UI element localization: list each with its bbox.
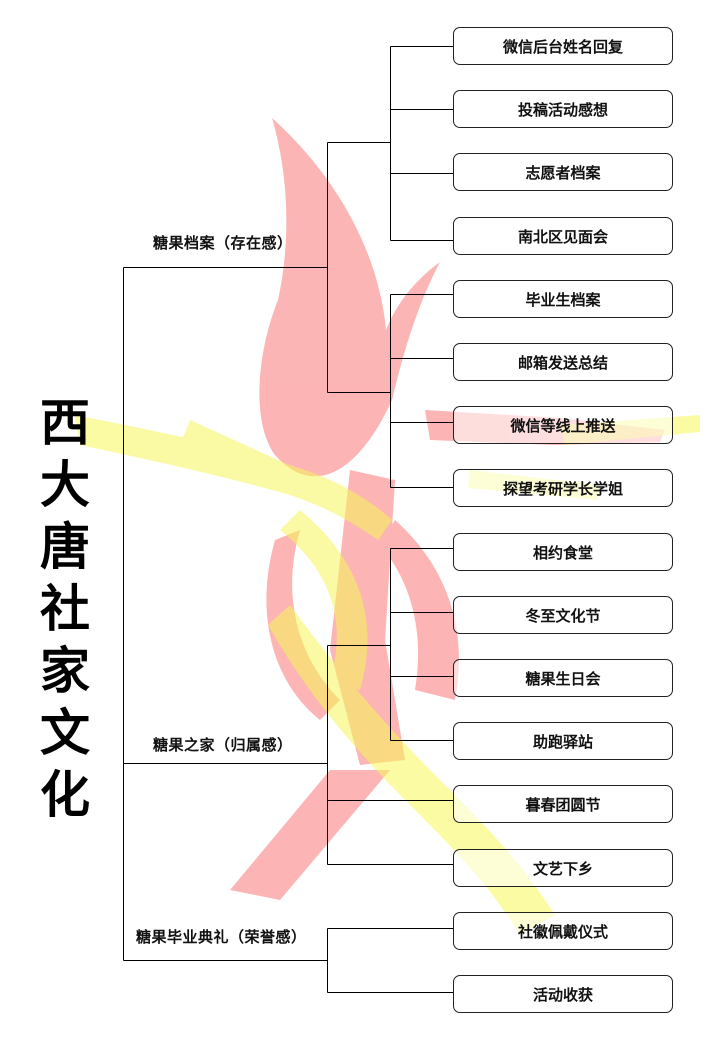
node-box: 南北区见面会 [453, 217, 673, 255]
group-label-home: 糖果之家（归属感） [153, 736, 293, 754]
node-box: 助跑驿站 [453, 722, 673, 760]
root-title-char: 化 [40, 765, 90, 824]
node-box: 冬至文化节 [453, 596, 673, 634]
root-title: 西 大 唐 社 家 文 化 [30, 392, 100, 826]
root-title-char: 大 [40, 455, 90, 514]
node-box: 社徽佩戴仪式 [453, 912, 673, 950]
node-box: 暮春团圆节 [453, 785, 673, 823]
root-title-char: 社 [40, 579, 90, 638]
node-box: 志愿者档案 [453, 153, 673, 191]
node-box: 微信等线上推送 [453, 406, 673, 444]
root-title-char: 文 [40, 703, 90, 762]
node-box: 微信后台姓名回复 [453, 27, 673, 65]
node-box: 活动收获 [453, 975, 673, 1013]
group-label-graduation: 糖果毕业典礼（荣誉感） [136, 928, 307, 946]
node-box: 相约食堂 [453, 533, 673, 571]
node-box: 文艺下乡 [453, 849, 673, 887]
node-box: 邮箱发送总结 [453, 343, 673, 381]
node-box: 毕业生档案 [453, 280, 673, 318]
root-title-char: 家 [40, 641, 90, 700]
node-box: 探望考研学长学姐 [453, 469, 673, 507]
node-box: 糖果生日会 [453, 659, 673, 697]
root-title-char: 西 [40, 393, 90, 452]
node-box: 投稿活动感想 [453, 90, 673, 128]
group-label-archive: 糖果档案（存在感） [153, 234, 293, 252]
root-title-char: 唐 [40, 517, 90, 576]
